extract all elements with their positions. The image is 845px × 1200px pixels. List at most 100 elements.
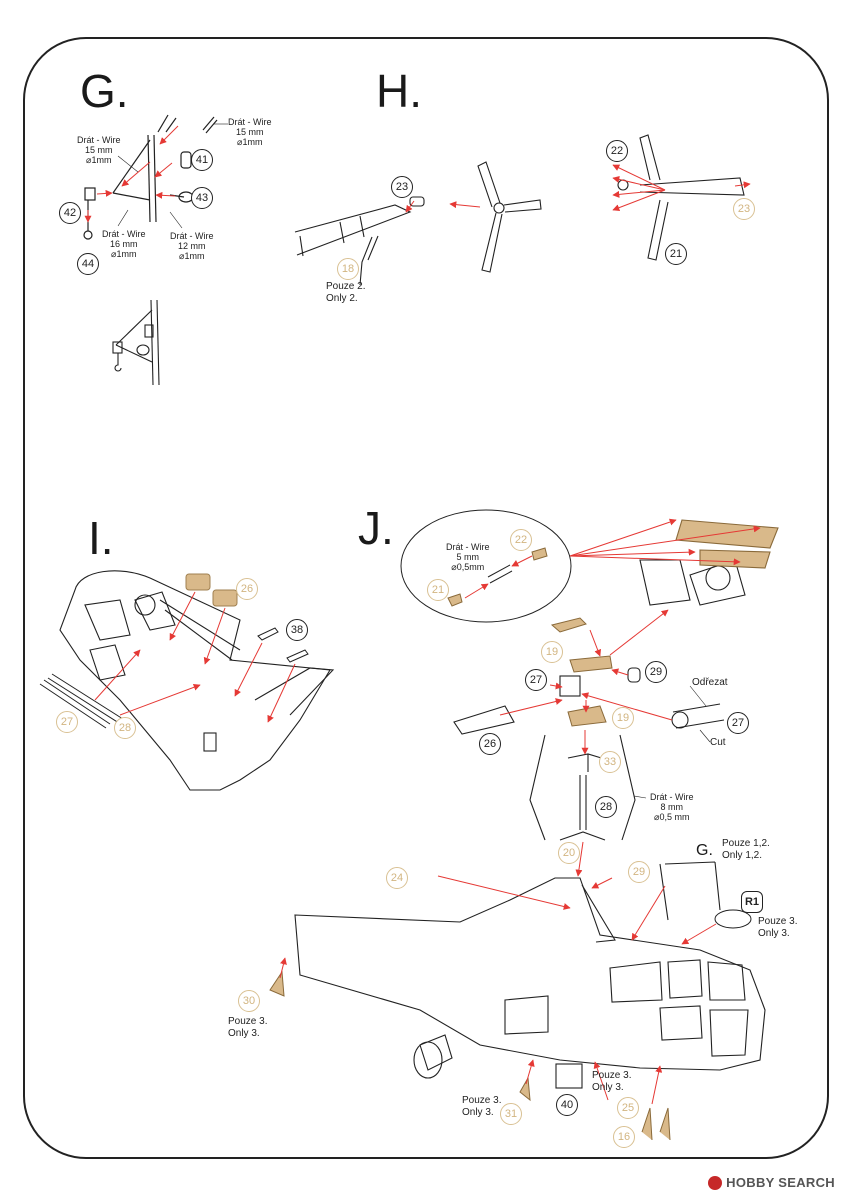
g-wire-label-left: Drát - Wire 15 mm ⌀1mm xyxy=(77,135,121,165)
note-line: Pouze 3. xyxy=(592,1070,632,1081)
j-cut-label-top: Odřezat xyxy=(692,677,728,688)
part-callout-22: 22 xyxy=(510,529,532,551)
step-i-arrows xyxy=(94,591,296,723)
part-callout-31: 31 xyxy=(500,1103,522,1125)
step-g-arrows xyxy=(84,125,179,223)
note-line: Only 3. xyxy=(462,1107,494,1118)
page-frame xyxy=(23,37,829,1159)
g-wire-label-bottom-right: Drát - Wire 12 mm ⌀1mm xyxy=(170,231,214,261)
part-callout-27-cut: 27 xyxy=(727,712,749,734)
label-line: ⌀0,5mm xyxy=(451,562,485,572)
part-callout-23-photoetch: 23 xyxy=(733,198,755,220)
label-line: ⌀1mm xyxy=(179,251,205,261)
note-line: Only 2. xyxy=(326,293,358,304)
part-callout-16: 16 xyxy=(613,1126,635,1148)
note-line: Only 3. xyxy=(228,1028,260,1039)
note-line: Pouze 1,2. xyxy=(722,838,770,849)
g-wire-label-top: Drát - Wire 15 mm ⌀1mm xyxy=(228,117,272,147)
label-line: ⌀1mm xyxy=(86,155,112,165)
label-line: 5 mm xyxy=(456,552,480,562)
part-callout-19: 19 xyxy=(541,641,563,663)
part-callout-19-lower: 19 xyxy=(612,707,634,729)
step-j-fuselage xyxy=(294,861,766,1089)
label-line: ⌀0,5 mm xyxy=(654,812,690,822)
part-callout-29-photoetch: 29 xyxy=(628,861,650,883)
watermark-text: HOBBY SEARCH xyxy=(726,1175,835,1190)
note-line: Pouze 2. xyxy=(326,281,366,292)
part-callout-27: 27 xyxy=(525,669,547,691)
label-line: Drát - Wire xyxy=(170,231,214,241)
step-h-rotor xyxy=(477,161,542,273)
part-callout-21: 21 xyxy=(665,243,687,265)
part-callout-28: 28 xyxy=(595,796,617,818)
j-cut-label-bottom: Cut xyxy=(710,737,726,748)
watermark: HOBBY SEARCH xyxy=(708,1175,835,1190)
step-i-parts xyxy=(185,573,238,607)
step-g-leaders xyxy=(117,123,228,229)
label-line: 16 mm xyxy=(109,239,138,249)
part-callout-33: 33 xyxy=(599,751,621,773)
label-line: 8 mm xyxy=(660,802,684,812)
part-callout-20: 20 xyxy=(558,842,580,864)
part-callout-28: 28 xyxy=(114,717,136,739)
part-callout-29: 29 xyxy=(645,661,667,683)
label-line: 15 mm xyxy=(84,145,113,155)
label-line: Drát - Wire xyxy=(446,542,490,552)
label-line: ⌀1mm xyxy=(237,137,263,147)
label-line: Drát - Wire xyxy=(228,117,272,127)
part-callout-R1: R1 xyxy=(741,891,763,913)
label-line: Drát - Wire xyxy=(650,792,694,802)
step-h-arrows xyxy=(405,164,751,213)
step-j-leaders xyxy=(633,685,711,799)
note-line: Only 3. xyxy=(758,928,790,939)
part-callout-22: 22 xyxy=(606,140,628,162)
j-30-note: Pouze 3. Only 3. xyxy=(228,1016,267,1040)
part-callout-44: 44 xyxy=(77,253,99,275)
note-line: Only 3. xyxy=(592,1082,624,1093)
h-only2-note: Pouze 2. Only 2. xyxy=(326,281,365,305)
part-callout-30: 30 xyxy=(238,990,260,1012)
part-callout-23: 23 xyxy=(391,176,413,198)
label-line: 12 mm xyxy=(177,241,206,251)
note-line: Pouze 3. xyxy=(462,1095,502,1106)
note-line: Pouze 3. xyxy=(228,1016,268,1027)
part-callout-25: 25 xyxy=(617,1097,639,1119)
step-j-heading: J. xyxy=(358,502,394,554)
label-line: Drát - Wire xyxy=(77,135,121,145)
step-g-heading: G. xyxy=(80,65,129,117)
part-callout-40: 40 xyxy=(556,1094,578,1116)
part-callout-26: 26 xyxy=(479,733,501,755)
j-r1-note: Pouze 3. Only 3. xyxy=(758,916,797,940)
step-j-inset-parts xyxy=(447,547,548,607)
hobby-search-logo-icon xyxy=(708,1175,723,1190)
step-h-tail xyxy=(617,134,745,261)
step-i-strips xyxy=(39,627,309,731)
part-callout-41: 41 xyxy=(191,149,213,171)
step-i-fuselage xyxy=(59,570,335,791)
j-g-reference: G. xyxy=(696,842,713,859)
step-g-drawing xyxy=(83,114,218,240)
j-31-note: Pouze 3. Only 3. xyxy=(462,1095,501,1119)
part-callout-21: 21 xyxy=(427,579,449,601)
step-j-arrows xyxy=(279,518,761,1105)
part-callout-27: 27 xyxy=(56,711,78,733)
step-h-heading: H. xyxy=(376,65,422,117)
step-i-heading: I. xyxy=(88,512,114,564)
note-line: Only 1,2. xyxy=(722,850,763,861)
j-rod-wire-label: Drát - Wire 8 mm ⌀0,5 mm xyxy=(650,792,694,822)
step-j-rotor-head xyxy=(639,519,779,606)
j-40-note: Pouze 3. Only 3. xyxy=(592,1070,631,1094)
g-wire-label-bottom-left: Drát - Wire 16 mm ⌀1mm xyxy=(102,229,146,259)
j-inset-wire-label: Drát - Wire 5 mm ⌀0,5mm xyxy=(446,542,490,572)
step-g-crane-assembled xyxy=(112,299,160,386)
part-callout-38: 38 xyxy=(286,619,308,641)
part-callout-42: 42 xyxy=(59,202,81,224)
note-line: Pouze 3. xyxy=(758,916,798,927)
part-callout-24: 24 xyxy=(386,867,408,889)
part-callout-18: 18 xyxy=(337,258,359,280)
step-j-inset-circle xyxy=(400,509,572,623)
part-callout-26: 26 xyxy=(236,578,258,600)
step-j-mechanics xyxy=(453,667,725,841)
label-line: ⌀1mm xyxy=(111,249,137,259)
